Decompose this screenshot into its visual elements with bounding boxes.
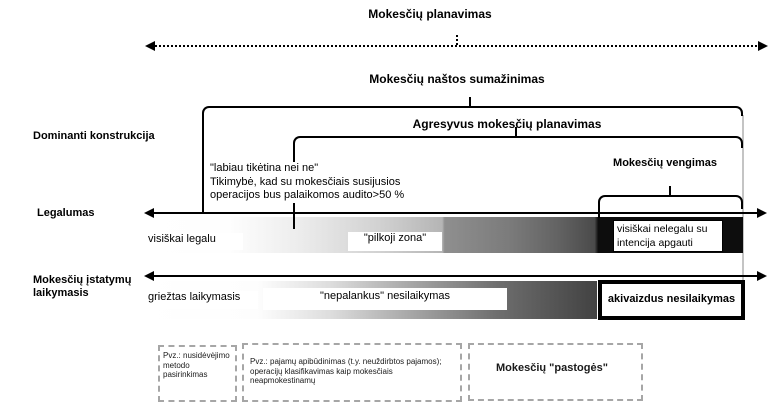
- row-label-compliance: Mokesčių įstatymų laikymasis: [33, 274, 132, 299]
- main-title: Mokesčių planavimas: [368, 7, 492, 21]
- compliance-axis-line: [151, 275, 760, 277]
- probability-note-line3: operacijos bus palaikomos audito>50 %: [210, 189, 405, 201]
- compliance-axis-arrow-right-icon: [757, 271, 767, 281]
- tax-avoidance-title: Mokesčių vengimas: [613, 157, 717, 169]
- probability-note-line2: Tikimybė, kad su mokesčiais susijusios: [210, 175, 401, 188]
- gray-zone-label: "pilkoji zona": [348, 232, 442, 251]
- row-label-construction: Dominanti konstrukcija: [33, 130, 155, 142]
- unfavorable-label: "nepalankus" nesilaikymas: [263, 288, 507, 310]
- burden-reduction-title: Mokesčių naštos sumažinimas: [369, 72, 545, 86]
- illegal-label-line2: intencija apgauti: [617, 237, 693, 249]
- row-label-legality: Legalumas: [37, 207, 95, 219]
- illegal-label-box: visiškai nelegalu su intencija apgauti: [613, 220, 723, 252]
- legality-axis-arrow-right-icon: [757, 208, 767, 218]
- compliance-left-label: griežtas laikymasis: [146, 291, 258, 309]
- probability-note-line1: "labiau tikėtina nei ne": [210, 162, 319, 174]
- legality-left-label: visiškai legalu: [146, 233, 243, 250]
- legality-axis-line: [151, 212, 760, 214]
- example-box-depreciation: Pvz.: nusidėvėjimo metodo pasirinkimas: [158, 345, 237, 402]
- tax-avoidance-bracket: [598, 195, 743, 209]
- probability-note: "labiau tikėtina nei ne" Tikimybė, kad s…: [210, 162, 426, 203]
- aggressive-planning-bracket-tick: [515, 127, 517, 136]
- burden-reduction-bracket-tick: [469, 97, 471, 106]
- aggressive-planning-title: Agresyvus mokesčių planavimas: [412, 117, 602, 131]
- compliance-axis-arrow-left-icon: [144, 271, 154, 281]
- spectrum-center-tick: [456, 35, 458, 45]
- burden-reduction-bracket-left-drop: [202, 115, 204, 213]
- tax-avoidance-bracket-left-drop: [598, 208, 600, 218]
- flagrant-noncompliance-box: akivaizdus nesilaikymas: [598, 280, 745, 320]
- illegal-label-line1: visiškai nelegalu su: [617, 223, 708, 235]
- legality-axis-arrow-left-icon: [144, 208, 154, 218]
- example-box-tax-shelters: Mokesčių "pastogės": [468, 343, 643, 401]
- burden-reduction-bracket: [202, 106, 743, 116]
- aggressive-planning-bracket: [293, 136, 743, 148]
- spectrum-arrow-left-icon: [145, 41, 155, 51]
- spectrum-dotted-line: [152, 45, 760, 47]
- tax-avoidance-bracket-tick: [669, 186, 671, 195]
- spectrum-arrow-right-icon: [758, 41, 768, 51]
- right-divider-line: [742, 115, 744, 282]
- example-box-income-classification: Pvz.: pajamų apibūdinimas (t.y. neuždirb…: [242, 343, 462, 402]
